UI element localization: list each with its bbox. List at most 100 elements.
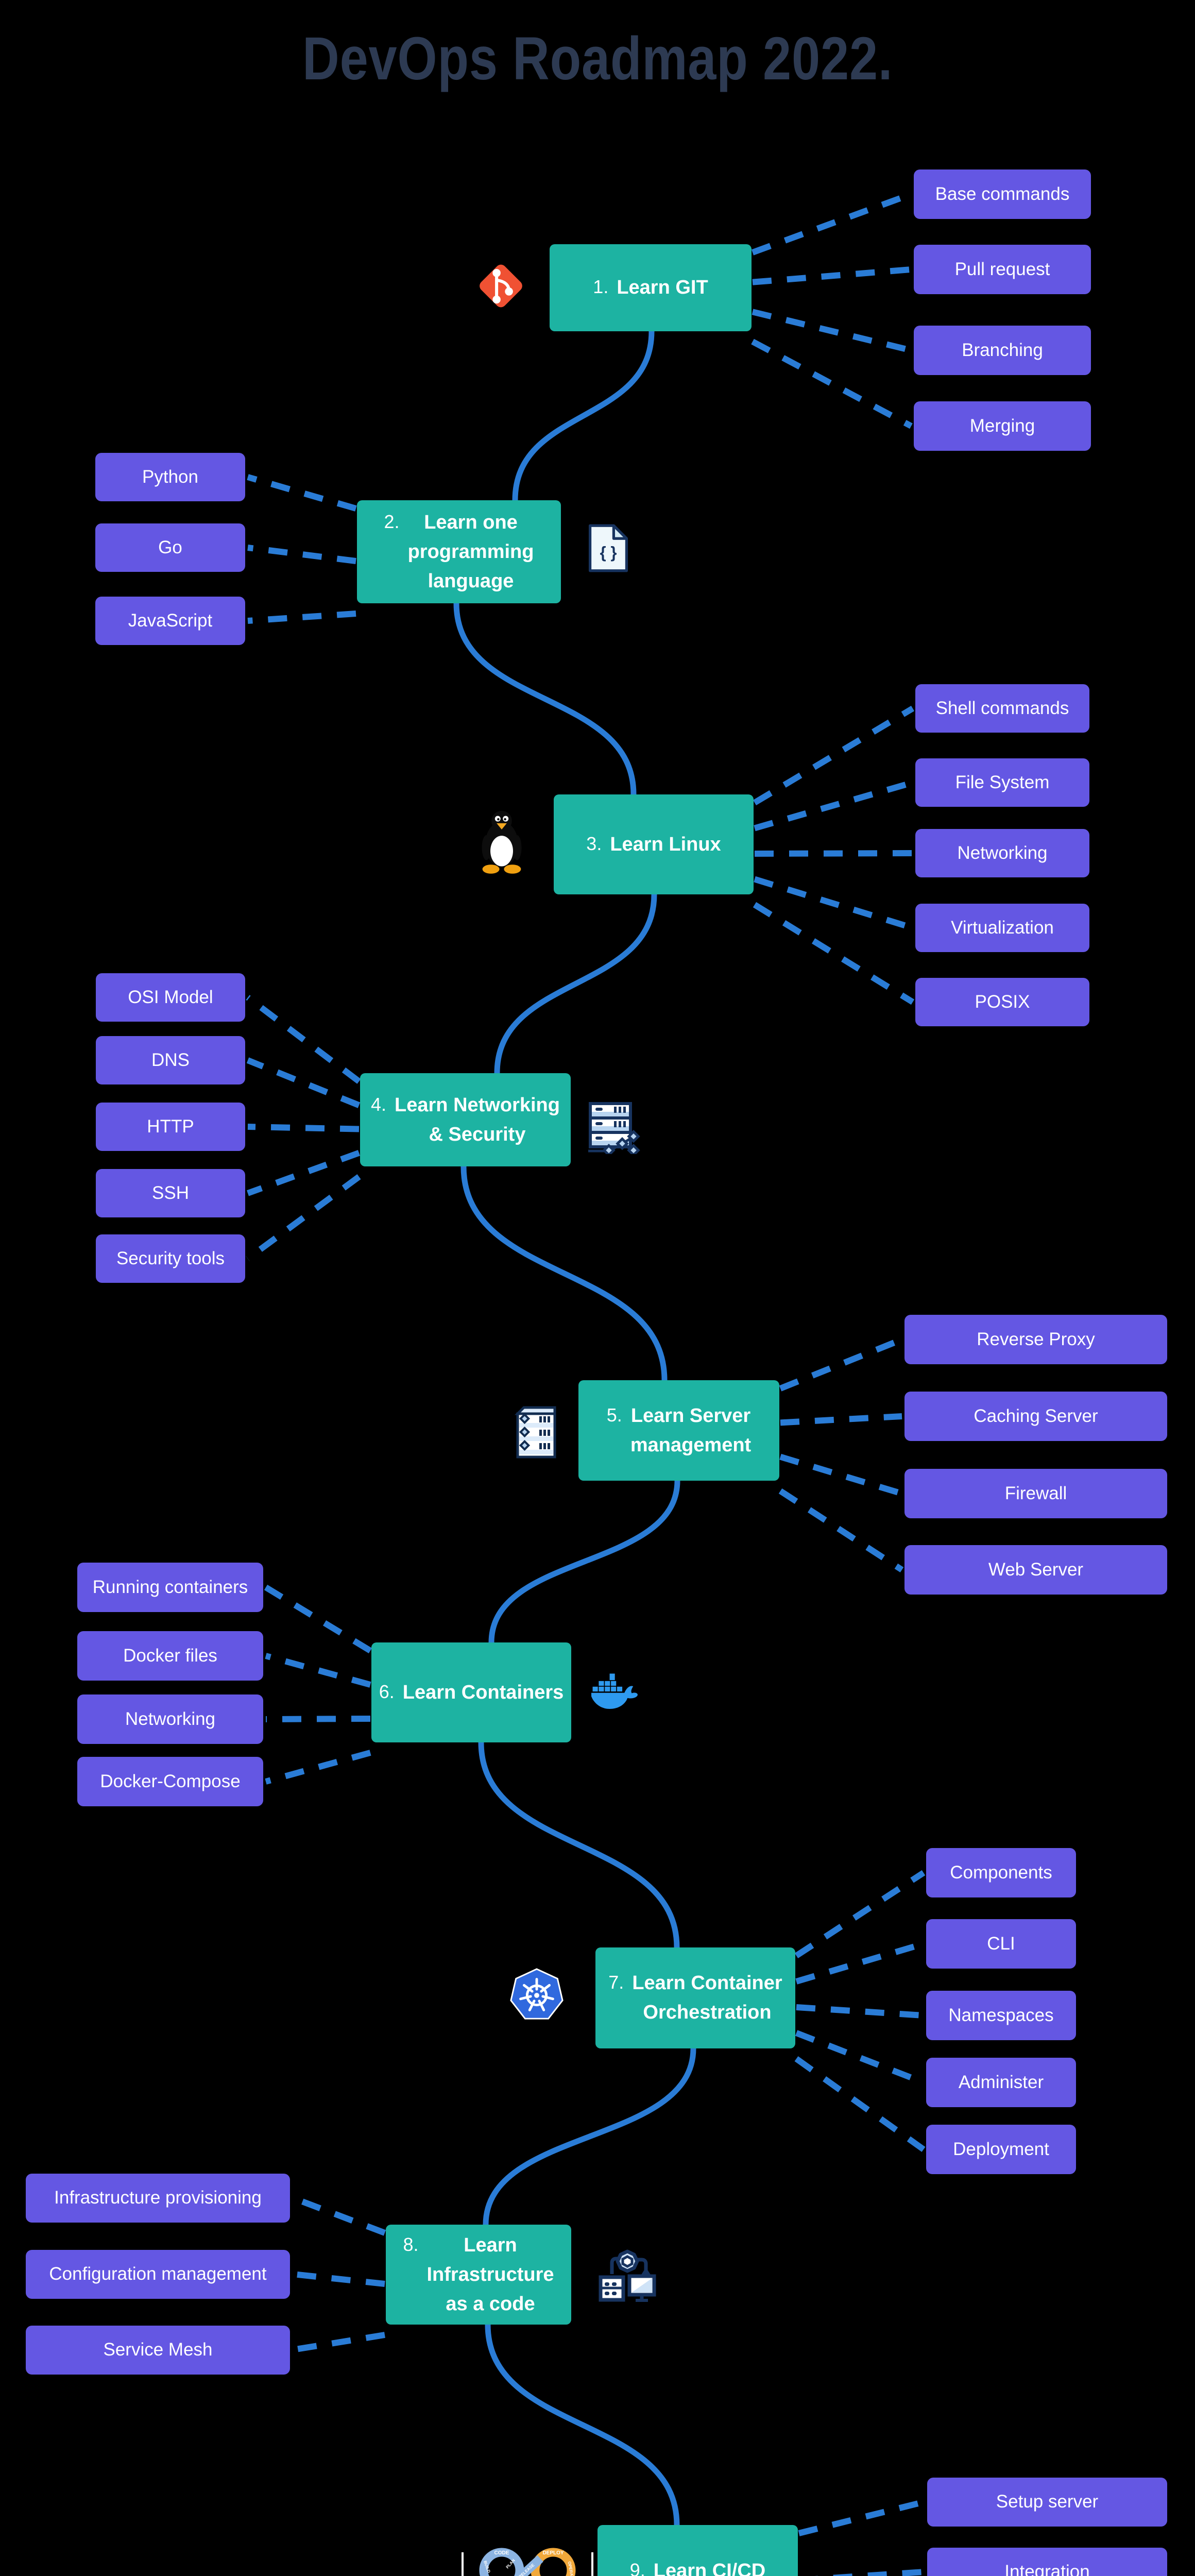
connector-dashed-line [754, 779, 914, 832]
roadmap-step-9: 9. Learn CI/CD [598, 2525, 798, 2576]
topic-box: Infrastructure provisioning [26, 2173, 290, 2223]
roadmap-step-1: 1.Learn GIT [550, 244, 752, 331]
connector-dashed-line [779, 1336, 903, 1392]
connector-dashed-line [753, 705, 915, 806]
step-number: 7. [608, 1972, 624, 1993]
topic-box: Go [95, 523, 245, 572]
topic-box: Firewall [904, 1469, 1167, 1518]
connector-curve [478, 1739, 680, 1951]
git-icon [466, 255, 536, 317]
topic-box: File System [915, 758, 1089, 807]
connector-curve [483, 2045, 696, 2228]
topic-box: Integration [927, 2547, 1167, 2576]
code-file-icon: { } [585, 522, 631, 574]
topic-box: HTTP [96, 1103, 245, 1151]
connector-dashed-line [780, 1413, 902, 1426]
topic-box: Setup server [927, 2477, 1167, 2527]
step-title: Learn Containers [402, 1681, 564, 1703]
topic-box: DNS [96, 1036, 245, 1084]
topic-box: Networking [77, 1694, 263, 1744]
connector-dashed-line [292, 2271, 385, 2287]
devops-loop-label: DEPLOY [542, 2550, 564, 2556]
topic-box: Shell commands [915, 684, 1089, 733]
step-title: Learn Networking & Security [395, 1094, 560, 1145]
topic-box: Virtualization [915, 904, 1089, 952]
step-title: Learn Infrastructure as a code [426, 2234, 554, 2315]
connector-dashed-line [754, 850, 913, 857]
step-number: 1. [593, 276, 609, 297]
connector-dashed-line [292, 2332, 385, 2353]
step-title: Learn one programming language [407, 511, 534, 592]
topic-box: Deployment [926, 2125, 1076, 2174]
connector-curve [453, 600, 637, 798]
topic-box: Components [926, 1848, 1076, 1897]
svg-text:{ }: { } [600, 544, 617, 562]
topic-box: SSH [96, 1169, 245, 1217]
connector-dashed-line [753, 902, 915, 1005]
page-title: DevOps Roadmap 2022. [302, 25, 893, 93]
topic-box: Reverse Proxy [904, 1315, 1167, 1364]
connector-dashed-line [264, 1584, 372, 1654]
roadmap-step-8: 8. Learn Infrastructure as a code [386, 2225, 571, 2325]
connector-curve [488, 1478, 680, 1646]
step-number: 9. [629, 2559, 645, 2576]
connector-dashed-line [795, 2030, 925, 2086]
connector-curve [512, 328, 655, 503]
connector-dashed-line [778, 1488, 904, 1573]
topic-box: Web Server [904, 1545, 1167, 1595]
connector-dashed-line [246, 995, 361, 1084]
topic-box: Security tools [96, 1234, 245, 1283]
connector-dashed-line [794, 1870, 926, 1959]
connector-dashed-line [814, 2569, 925, 2576]
connector-dashed-line [246, 1150, 361, 1196]
kubernetes-icon [508, 1967, 566, 2024]
step-number: 6. [379, 1681, 395, 1702]
step-number: 3. [586, 833, 602, 854]
topic-box: Caching Server [904, 1392, 1167, 1441]
roadmap-step-3: 3.Learn Linux [554, 794, 754, 894]
connector-dashed-line [247, 474, 357, 512]
step-number: 5. [606, 1404, 622, 1426]
topic-box: Merging [914, 401, 1091, 451]
topic-box: OSI Model [96, 973, 245, 1022]
connector-curve [485, 2321, 680, 2528]
step-number: 8. [403, 2233, 419, 2255]
roadmap-step-5: 5. Learn Server management [578, 1380, 779, 1481]
topic-box: Docker files [77, 1631, 263, 1681]
topic-box: Python [95, 453, 245, 501]
connector-dashed-line [796, 2004, 924, 2019]
roadmap-step-7: 7.Learn Container Orchestration [595, 1947, 795, 2048]
connector-dashed-line [265, 1750, 371, 1785]
network-servers-icon [587, 1096, 645, 1154]
topic-box: Service Mesh [26, 2325, 290, 2375]
connector-dashed-line [798, 2499, 926, 2536]
topic-box: Running containers [77, 1563, 263, 1612]
connector-dashed-line [752, 309, 912, 353]
connector-dashed-line [754, 876, 914, 931]
connector-dashed-line [795, 1941, 925, 1985]
connector-dashed-line [752, 266, 912, 285]
linux-tux-icon [473, 807, 531, 875]
automation-gear-icon [596, 2242, 658, 2304]
connector-dashed-line [247, 545, 356, 564]
connector-dashed-line [751, 191, 913, 256]
topic-box: Configuration management [26, 2249, 290, 2299]
topic-box: Networking [915, 829, 1089, 877]
connector-dashed-line [751, 338, 913, 429]
connector-dashed-line [794, 2056, 926, 2152]
step-number: 4. [371, 1093, 387, 1115]
topic-box: JavaScript [95, 597, 245, 645]
step-title: Learn CI/CD [653, 2560, 766, 2576]
topic-box: Base commands [914, 170, 1091, 219]
connector-curve [460, 1163, 668, 1383]
topic-box: Docker-Compose [77, 1757, 263, 1806]
connector-dashed-line [291, 2195, 386, 2236]
connector-dashed-line [265, 1653, 371, 1688]
connector-dashed-line [247, 611, 356, 624]
roadmap-step-6: 6. Learn Containers [371, 1642, 571, 1742]
connector-dashed-line [779, 1453, 903, 1497]
topic-box: Administer [926, 2058, 1076, 2107]
server-tower-icon [509, 1403, 564, 1460]
step-title: Learn Server management [630, 1404, 752, 1456]
